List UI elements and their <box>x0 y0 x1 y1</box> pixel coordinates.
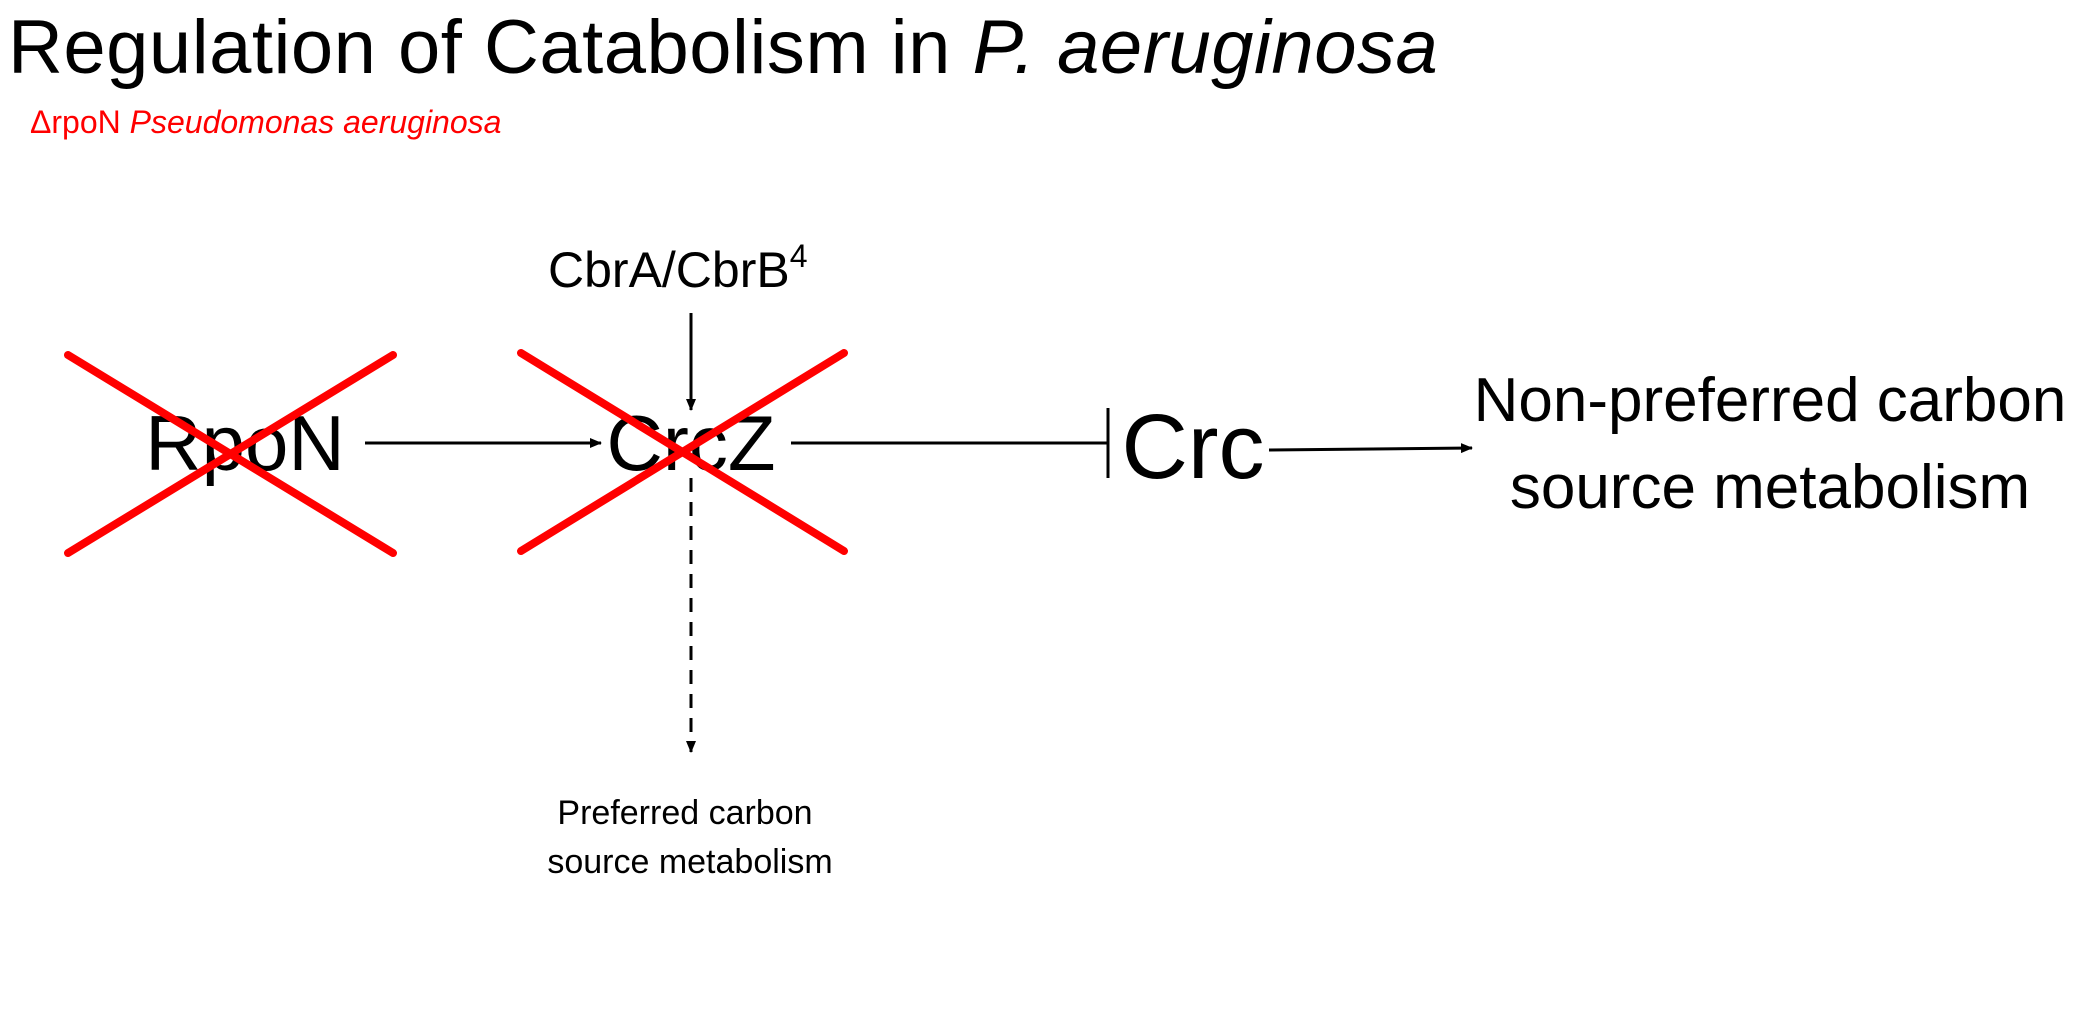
node-nonpreferred-line2: source metabolism <box>1510 453 2030 522</box>
knockout-stroke <box>64 351 397 557</box>
node-cbr: CbrA/CbrB4 <box>548 238 808 298</box>
node-preferred-line2: source metabolism <box>547 843 832 881</box>
slide-subtitle: ΔrpoN Pseudomonas aeruginosa <box>30 102 501 142</box>
knockout-cross-rpon <box>64 351 397 557</box>
node-nonpreferred-line1: Non-preferred carbon <box>1474 366 2067 435</box>
slide-title-species: P. aeruginosa <box>972 5 1439 90</box>
node-crc: Crc <box>1121 396 1264 498</box>
knockout-cross-crcz <box>517 349 848 555</box>
slide-title: Regulation of Catabolism in P. aeruginos… <box>8 0 1438 96</box>
node-cbr-superscript: 4 <box>790 238 808 274</box>
slide-title-text: Regulation of Catabolism in <box>8 5 973 90</box>
knockout-stroke <box>517 349 848 555</box>
arrow-crc-to-nonpreferred <box>1268 443 1473 454</box>
node-cbr-label: CbrA/CbrB <box>548 242 790 298</box>
subtitle-species: Pseudomonas aeruginosa <box>129 104 502 140</box>
subtitle-gene: ΔrpoN <box>30 104 130 140</box>
node-preferred-line1: Preferred carbon <box>557 794 812 832</box>
